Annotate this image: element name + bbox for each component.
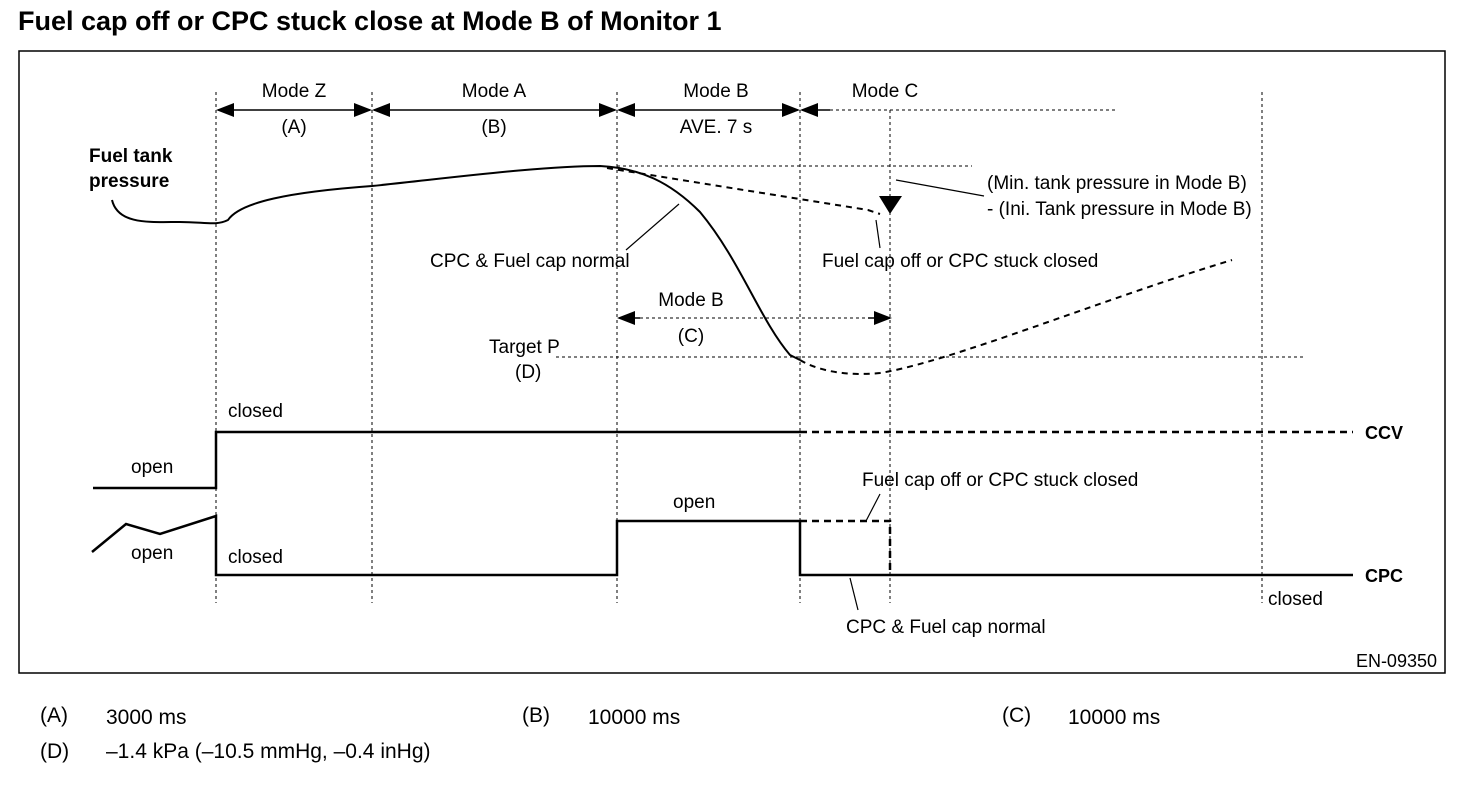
legend-value: 10000 ms — [1068, 706, 1161, 729]
ccv-signal-solid — [93, 430, 800, 490]
ccv-closed-label: closed — [228, 401, 283, 422]
mode-c-label: Mode C — [852, 81, 919, 102]
legend-key: (B) — [522, 704, 550, 727]
legend-value: 3000 ms — [106, 706, 187, 729]
mode-z-label: Mode Z — [262, 81, 327, 102]
cpc-fault-leader — [865, 493, 881, 522]
fault-curve-leader — [875, 219, 881, 249]
page-title: Fuel cap off or CPC stuck close at Mode … — [18, 6, 722, 36]
normal-curve-leader — [625, 203, 680, 251]
duration-ave-label: AVE. 7 s — [680, 117, 753, 138]
cpc-label: CPC — [1365, 566, 1403, 586]
duration-c-label: (C) — [678, 326, 704, 347]
cpc-open-modeb-label: open — [673, 492, 715, 513]
duration-d-label: (D) — [515, 362, 541, 383]
pressure-curve-normal — [111, 164, 801, 361]
min-pressure-arrowhead — [879, 196, 902, 214]
pressure-curve-recovery — [799, 259, 1233, 375]
legend-value: 10000 ms — [588, 706, 681, 729]
mode-a-label: Mode A — [462, 81, 527, 102]
legend-key: (D) — [40, 740, 70, 763]
diagram-frame — [18, 50, 1446, 674]
fuel-tank-label-2: pressure — [89, 171, 169, 192]
min-pressure-leader — [895, 179, 985, 197]
mode-b-lower-label: Mode B — [658, 290, 723, 311]
cpc-open-left-label: open — [131, 543, 173, 564]
duration-b-label: (B) — [481, 117, 506, 138]
figure-code: EN-09350 — [1356, 651, 1437, 671]
fuel-cap-off-label: Fuel cap off or CPC stuck closed — [822, 251, 1098, 272]
cpc-fault-label: Fuel cap off or CPC stuck closed — [862, 470, 1138, 491]
duration-a-label: (A) — [281, 117, 306, 138]
ini-tank-pressure-label: - (Ini. Tank pressure in Mode B) — [987, 199, 1252, 220]
cpc-signal-solid — [91, 514, 1353, 577]
cpc-closed-right-label: closed — [1268, 589, 1323, 610]
cpc-fuel-cap-normal-label: CPC & Fuel cap normal — [430, 251, 630, 272]
cpc-normal-bottom-label: CPC & Fuel cap normal — [846, 617, 1046, 638]
min-tank-pressure-label: (Min. tank pressure in Mode B) — [987, 173, 1247, 194]
target-p-label: Target P — [489, 337, 560, 358]
fuel-tank-label-1: Fuel tank — [89, 146, 173, 167]
legend-key: (C) — [1002, 704, 1032, 727]
cpc-closed-left-label: closed — [228, 547, 283, 568]
cpc-normal-leader — [849, 577, 859, 611]
mode-b-label: Mode B — [683, 81, 748, 102]
cpc-signal-fault — [800, 519, 892, 575]
legend-key: (A) — [40, 704, 68, 727]
pressure-curve-fault — [606, 167, 881, 215]
mode-boundaries — [215, 92, 1263, 603]
ccv-open-label: open — [131, 457, 173, 478]
ccv-label: CCV — [1365, 423, 1403, 443]
legend-value: –1.4 kPa (–10.5 mmHg, –0.4 inHg) — [106, 740, 431, 763]
